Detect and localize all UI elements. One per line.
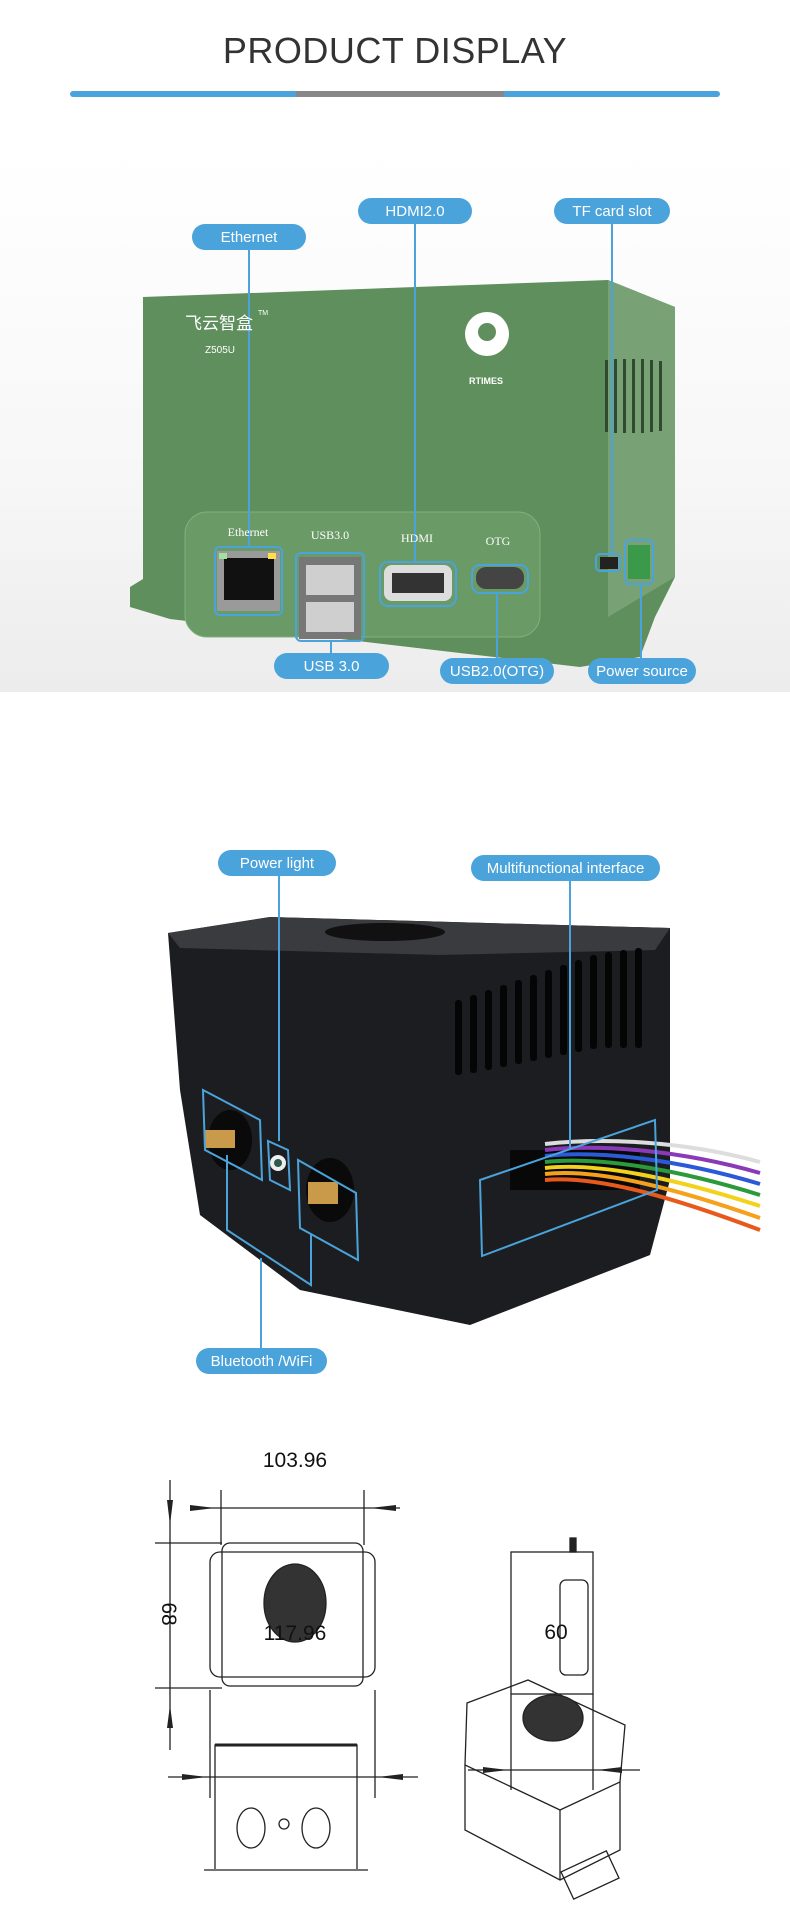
callout-ethernet: Ethernet — [192, 224, 306, 250]
title-divider-left — [70, 91, 296, 97]
callout-power-light: Power light — [218, 850, 336, 876]
device-tm: TM — [258, 310, 268, 317]
callout-multifunctional-interface: Multifunctional interface — [471, 855, 660, 881]
drawing-top-view — [221, 1542, 364, 1687]
callout-hdmi: HDMI2.0 — [358, 198, 472, 224]
drawing-isometric-view — [464, 1679, 626, 1811]
port-print-hdmi: HDMI — [401, 531, 433, 545]
title-divider-middle — [296, 91, 504, 97]
dimension-depth: 60 — [544, 1621, 567, 1644]
callout-bluetooth-wifi: Bluetooth /WiFi — [196, 1348, 327, 1374]
callout-usb3: USB 3.0 — [274, 653, 389, 679]
dimension-height: 68 — [157, 1602, 180, 1625]
port-print-otg: OTG — [486, 534, 511, 548]
drawing-front-view — [214, 1744, 358, 1869]
green-device-image: 飞云智盒 TM Z505U RTIMES Ethernet USB3.0 HDM… — [130, 224, 675, 667]
device-brand-cn: 飞云智盒 — [185, 314, 253, 333]
drawing-side-view — [510, 1551, 594, 1695]
port-print-usb: USB3.0 — [311, 528, 349, 542]
dimension-bottom-width: 117.96 — [264, 1622, 327, 1645]
device-model: Z505U — [205, 345, 235, 356]
page-title: PRODUCT DISPLAY — [222, 30, 568, 71]
callout-tf-card-slot: TF card slot — [554, 198, 670, 224]
callout-power-source: Power source — [588, 658, 696, 684]
title-divider-right — [504, 91, 720, 97]
port-print-ethernet: Ethernet — [228, 525, 269, 539]
front-product-photo: 飞云智盒 TM Z505U RTIMES Ethernet USB3.0 HDM… — [0, 147, 790, 692]
callout-usb-otg: USB2.0(OTG) — [440, 658, 554, 684]
dimension-top-width: 103.96 — [263, 1449, 327, 1472]
logo-text: RTIMES — [469, 376, 503, 386]
